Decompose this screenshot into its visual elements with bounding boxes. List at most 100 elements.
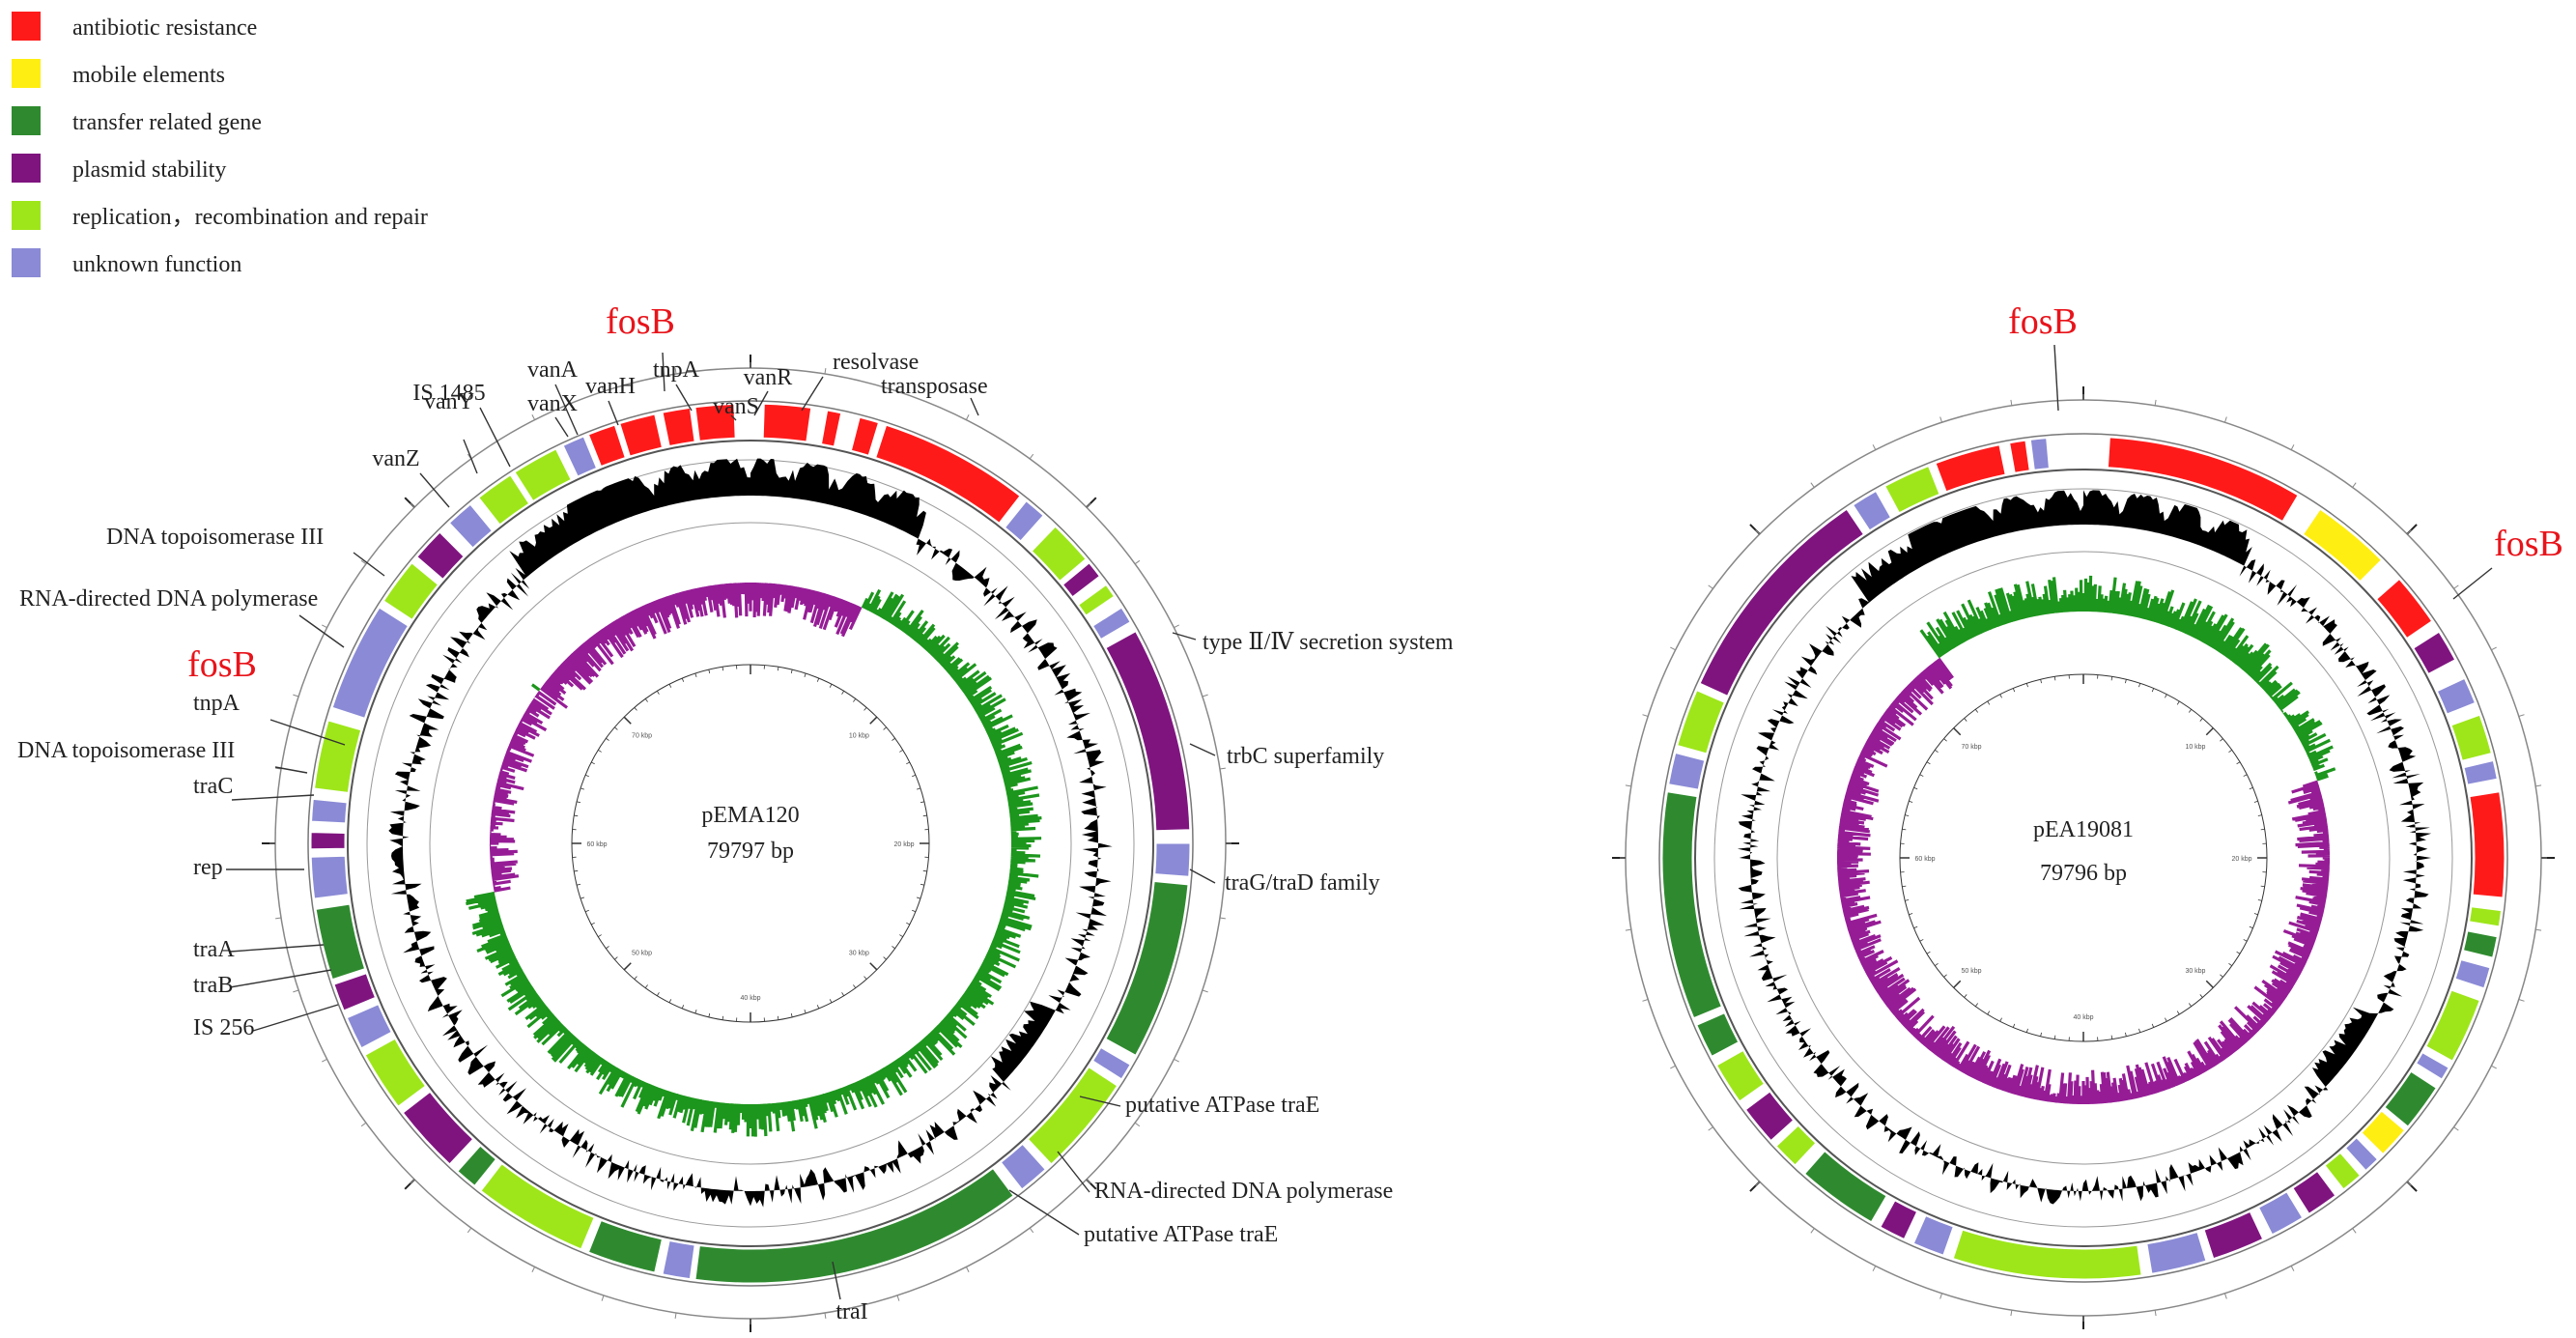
scale-tick	[2199, 994, 2203, 998]
gene-feature-unknown	[2344, 1137, 2379, 1172]
legend-label: unknown function	[72, 252, 241, 277]
scale-tick	[790, 1012, 793, 1017]
scale-tick	[2257, 814, 2262, 816]
scale-label: 50 kbp	[632, 950, 652, 956]
scale-label: 30 kbp	[849, 950, 869, 956]
gene-feature-plasmid-stability	[2292, 1170, 2336, 1214]
label-leader-line	[1189, 868, 1216, 884]
scale-tick	[2125, 679, 2127, 684]
scale-tick	[869, 716, 878, 725]
label-leader-line	[1172, 632, 1197, 641]
gene-label-trai: traI	[835, 1299, 867, 1324]
label-leader-line	[2452, 567, 2493, 600]
scale-tick	[922, 814, 927, 817]
outer-minor-tick	[2535, 928, 2542, 931]
gene-feature-plasmid-stability	[402, 1091, 474, 1165]
scale-label: 10 kbp	[2185, 744, 2205, 751]
label-leader-line	[554, 416, 569, 438]
scale-tick	[623, 716, 632, 725]
label-leader-line	[463, 439, 478, 474]
gene-feature-unknown	[310, 855, 349, 899]
outer-minor-tick	[293, 694, 299, 697]
gene-feature-transfer-related-gene	[587, 1219, 663, 1273]
scale-tick	[2220, 738, 2223, 742]
outer-minor-tick	[1174, 1058, 1179, 1063]
scale-tick	[2110, 676, 2113, 681]
gene-feature-antibiotic-resistance	[1935, 444, 2006, 493]
scale-tick	[2243, 939, 2248, 942]
feature-ring-border	[347, 440, 1154, 1247]
outer-minor-tick	[1029, 453, 1034, 460]
outer-minor-tick	[467, 1227, 472, 1234]
outer-minor-tick	[2290, 444, 2295, 450]
scale-tick	[920, 801, 924, 804]
gene-feature-antibiotic-resistance	[694, 403, 736, 441]
outer-minor-tick	[2453, 1126, 2459, 1131]
gene-label-dna-topoisomerase-iii: DNA topoisomerase III	[106, 525, 324, 550]
gene-label-fosb: fosB	[2008, 301, 2078, 342]
legend-swatch	[12, 154, 41, 183]
outer-minor-tick	[2154, 1310, 2157, 1317]
gene-feature-antibiotic-resistance	[2376, 578, 2433, 640]
outer-minor-tick	[2352, 1228, 2357, 1234]
label-leader-line	[229, 969, 332, 988]
legend-swatch	[12, 12, 41, 41]
outer-minor-tick	[1939, 416, 1943, 423]
legend-label: transfer related gene	[72, 110, 262, 135]
plasmid-size: 79796 bp	[2040, 861, 2127, 886]
scale-tick	[2228, 963, 2232, 967]
gene-label-vany: vanY	[424, 389, 474, 414]
scale-tick	[2012, 1023, 2016, 1028]
gene-label-vanz: vanZ	[372, 446, 419, 471]
gene-feature-replication	[2450, 714, 2492, 761]
gene-feature-replication	[1715, 1049, 1766, 1102]
gene-feature-unknown	[1668, 752, 1706, 790]
scale-tick	[2040, 679, 2042, 684]
label-leader-line	[832, 1261, 841, 1300]
scale-tick	[2236, 761, 2241, 765]
label-leader-line	[298, 614, 345, 648]
scale-tick	[590, 761, 595, 765]
scale-tick	[584, 774, 589, 778]
scale-label: 70 kbp	[632, 733, 652, 740]
legend-label: antibiotic resistance	[72, 15, 257, 41]
outer-minor-tick	[293, 989, 299, 993]
gene-feature-replication	[2469, 906, 2503, 927]
scale-tick	[1935, 963, 1939, 967]
scale-tick	[2125, 1032, 2127, 1037]
gc-skew-negative	[1836, 657, 2331, 1105]
gene-feature-unknown	[1154, 842, 1191, 877]
scale-tick	[2151, 1023, 2155, 1028]
outer-ring	[1625, 399, 2542, 1317]
outer-minor-tick	[360, 1122, 367, 1127]
gene-feature-replication	[514, 448, 572, 502]
legend-swatch	[12, 59, 41, 88]
scale-tick	[906, 922, 911, 925]
scale-tick	[2199, 718, 2203, 722]
scale-tick	[2138, 1028, 2141, 1033]
outer-minor-tick	[1219, 767, 1226, 770]
scale-tick	[1935, 749, 1939, 753]
scale-tick	[656, 691, 660, 695]
gene-feature-replication	[1884, 465, 1940, 514]
label-leader-line	[479, 407, 511, 468]
scale-tick	[2260, 885, 2265, 888]
scale-label: 20 kbp	[2231, 856, 2251, 863]
gene-feature-unknown	[2436, 677, 2477, 715]
gene-feature-transfer-related-gene	[1661, 791, 1722, 1019]
scale-tick	[1902, 885, 1907, 888]
outer-minor-tick	[1642, 714, 1649, 718]
scale-tick	[2151, 688, 2155, 693]
outer-minor-tick	[1134, 1122, 1141, 1127]
outer-minor-tick	[601, 385, 605, 392]
legend-swatch	[12, 201, 41, 230]
scale-tick	[614, 956, 618, 960]
outer-minor-tick	[1029, 1227, 1034, 1234]
outer-minor-tick	[2010, 1310, 2013, 1317]
scale-tick	[2053, 676, 2056, 681]
gene-feature-unknown	[1000, 1143, 1046, 1190]
scale-tick	[623, 962, 632, 971]
outer-minor-tick	[2491, 1065, 2497, 1069]
scale-tick	[644, 984, 648, 988]
